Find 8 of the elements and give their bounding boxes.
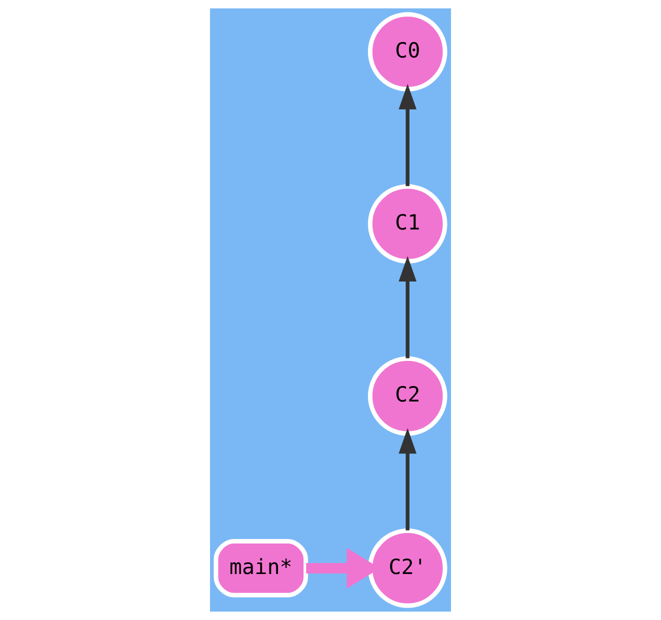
arrow (398, 84, 417, 186)
arrow (398, 428, 417, 530)
node-circle: C2' (368, 528, 448, 608)
node-circle: C1 (368, 184, 448, 264)
node-circle: C0 (368, 12, 448, 92)
arrow (398, 256, 417, 358)
node-circle: C2 (368, 356, 448, 436)
node-box: main* (214, 539, 308, 598)
